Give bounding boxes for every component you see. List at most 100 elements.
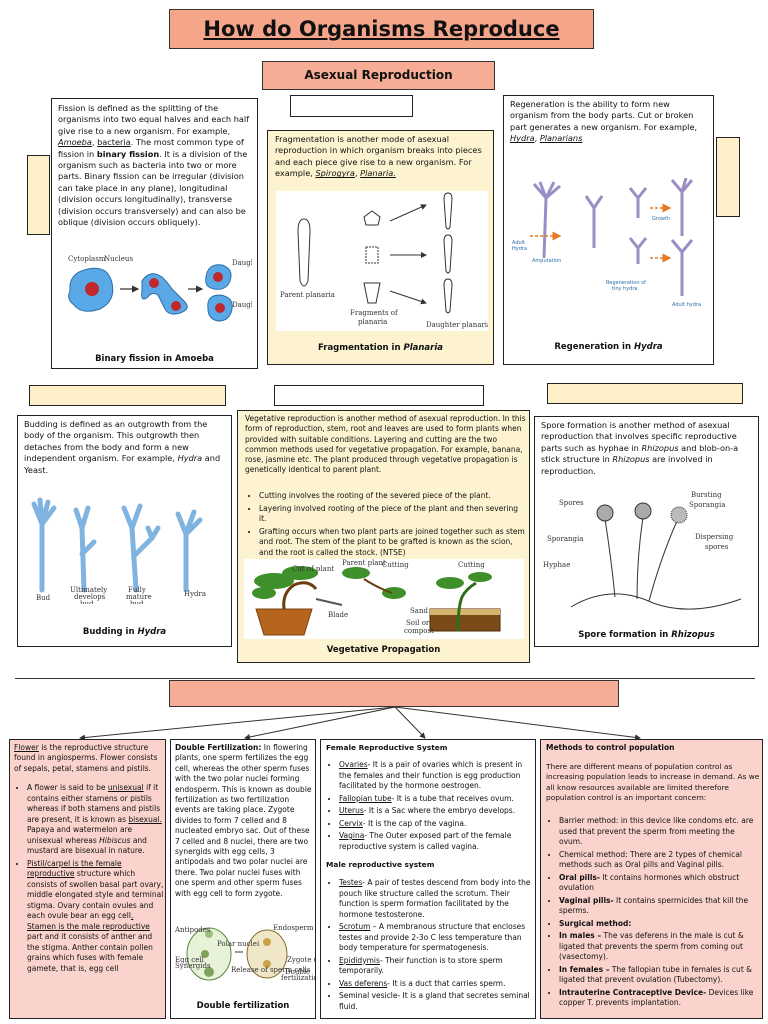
vegetative-bullet: Grafting occurs when two plant parts are… (259, 527, 526, 559)
label-fragments-2: planaria (358, 318, 387, 326)
fission-card: Fission is defined as the splitting of t… (51, 98, 258, 369)
label-daughter-2: Daughter (232, 301, 252, 309)
population-item: Surgical method: (559, 919, 760, 930)
label-adult-1: Adult (512, 240, 525, 246)
fragmentation-text: Fragmentation is another mode of asexual… (275, 134, 482, 179)
budding-diagram: Bud Ultimately develops bud Fully mature… (31, 497, 206, 604)
fission-text: Fission is defined as the splitting of t… (58, 103, 250, 228)
population-item: In females – The fallopian tube in femal… (559, 965, 760, 986)
vegetative-caption: Vegetative Propagation (326, 645, 441, 655)
population-control-card: Methods to control population There are … (540, 739, 763, 1019)
label-cytoplasm: Cytoplasm (68, 255, 106, 263)
label-release-sperm: Release of sperm cells (231, 966, 311, 974)
double-fertilization-diagram: Antipodes Polar nuclei Egg cell Synergid… (175, 924, 315, 982)
label-dispersing-1: Dispersing (695, 533, 734, 541)
label-ultimately-3: bud (80, 600, 94, 604)
double-fertilization-caption: Double fertilization (196, 1001, 290, 1011)
budding-text: Budding is defined as an outgrowth from … (24, 419, 221, 475)
list-item: Uterus- It is a Sac where the embryo dev… (339, 806, 534, 817)
label-adult-2: Hydra (512, 246, 527, 252)
list-item: Ovaries- It is a pair of ovaries which i… (339, 760, 534, 792)
label-daughter-1: Daughter (232, 259, 252, 267)
label-fully-3: bud (130, 600, 144, 604)
regeneration-card: Regeneration is the ability to form new … (503, 95, 714, 365)
fission-caption: Binary fission in Amoeba (95, 354, 214, 364)
spore-caption: Spore formation in Rhizopus (578, 630, 715, 640)
population-item: Vaginal pills- It contains spermicides t… (559, 896, 760, 917)
label-growth: Growth (652, 216, 670, 222)
label-parent-plant: Parent plant (342, 559, 386, 567)
spore-diagram: Spores Sporangia Bursting Sporangia Disp… (543, 491, 742, 610)
label-parent-planaria: Parent planaria (280, 291, 335, 299)
list-item: Cervix- It is the cap of the vagina. (339, 819, 534, 830)
label-cut-of-plant: Cut of plant (292, 565, 334, 573)
label-soil-1: Soil or (406, 619, 430, 627)
label-regeneration-2: tiny hydra (612, 286, 638, 292)
budding-card: Budding is defined as an outgrowth from … (17, 415, 232, 647)
flower-card: Flower is the reproductive structure fou… (9, 739, 166, 1019)
label-egg-cell: Egg cell (175, 956, 205, 964)
section-heading-text: Asexual Reproduction (304, 68, 453, 82)
label-cutting-1: Cutting (382, 561, 409, 569)
label-endosperm: Endosperm (3n) (273, 924, 315, 932)
regeneration-text: Regeneration is the ability to form new … (510, 99, 698, 144)
population-heading: Methods to control population (546, 743, 675, 752)
section-heading-sexual (169, 680, 619, 707)
label-box-spore (547, 383, 743, 404)
page-title: How do Organisms Reproduce (203, 17, 560, 41)
label-sporangia: Sporangia (547, 535, 583, 543)
label-double-2: fertilization (281, 974, 315, 982)
male-heading: Male reproductive system (326, 860, 435, 869)
label-ultimately-2: develops (74, 593, 106, 601)
regeneration-diagram: Adult Hydra Amputation Growth Regenerati… (512, 178, 701, 308)
vegetative-card: Vegetative reproduction is another metho… (237, 410, 530, 663)
female-list: Ovaries- It is a pair of ovaries which i… (326, 760, 534, 854)
label-adult-hydra: Adult hydra (672, 302, 701, 308)
label-dispersing-2: spores (705, 543, 729, 551)
label-fully-1: Fully (128, 586, 146, 594)
label-box-budding (29, 385, 226, 406)
connector-lines (79, 706, 641, 741)
flower-bullet: A flower is said to be unisexual if it c… (27, 783, 164, 857)
list-item: Scrotum – A membranous structure that en… (339, 922, 534, 954)
vegetative-text: Vegetative reproduction is another metho… (245, 414, 526, 475)
label-amputation: Amputation (532, 258, 561, 264)
page-title-box: How do Organisms Reproduce (169, 9, 594, 49)
list-item: Vagina- The Outer exposed part of the fe… (339, 831, 534, 852)
label-hydra: Hydra (184, 590, 206, 598)
label-box-regeneration-side (716, 137, 740, 217)
label-box-fission (290, 95, 413, 117)
vegetative-diagram: Cut of plant Parent plant Cutting Blade … (244, 559, 524, 639)
spore-text: Spore formation is another method of ase… (541, 420, 739, 476)
budding-caption: Budding in Hydra (82, 627, 167, 637)
fragmentation-caption: Fragmentation in Planaria (317, 343, 443, 353)
list-item: Testes- A pair of testes descend from bo… (339, 878, 534, 920)
label-bursting-2: Sporangia (689, 501, 725, 509)
flower-intro: Flower is the reproductive structure fou… (14, 743, 158, 773)
label-cutting-2: Cutting (458, 561, 485, 569)
vegetative-bullet: Cutting involves the rooting of the seve… (259, 491, 526, 502)
population-item: Barrier method: in this device like cond… (559, 816, 760, 848)
section-divider (15, 678, 755, 679)
label-zygote: Zygote (2n) (287, 956, 315, 964)
flower-bullets: A flower is said to be unisexual if it c… (14, 783, 164, 976)
population-list: Barrier method: in this device like cond… (546, 816, 760, 1011)
vegetative-bullet: Layering involved rooting of the piece o… (259, 504, 526, 525)
vegetative-bullets: Cutting involves the rooting of the seve… (246, 491, 526, 560)
label-box-fission-side (27, 155, 50, 235)
label-blade: Blade (328, 611, 348, 619)
label-fully-2: mature (126, 593, 152, 601)
population-item: Oral pills- It contains hormones which o… (559, 873, 760, 894)
reproductive-system-card: Female Reproductive System Ovaries- It i… (320, 739, 536, 1019)
fragmentation-diagram: Parent planaria Fragments of planaria Da… (276, 191, 488, 331)
spore-card: Spore formation is another method of ase… (534, 416, 759, 647)
female-heading: Female Reproductive System (326, 743, 448, 752)
double-fertilization-text: Double Fertilization: In flowering plant… (175, 743, 312, 898)
label-ultimately-1: Ultimately (70, 586, 107, 594)
list-item: Seminal vesicle- It is a gland that secr… (339, 991, 534, 1012)
label-regeneration-1: Regeneration of (606, 280, 646, 286)
label-double-1: Double (285, 968, 310, 976)
label-antipodes: Antipodes (175, 926, 211, 934)
list-item: Vas deferens- It is a duct that carries … (339, 979, 534, 990)
list-item: Fallopian tube- It is a tube that receiv… (339, 794, 534, 805)
